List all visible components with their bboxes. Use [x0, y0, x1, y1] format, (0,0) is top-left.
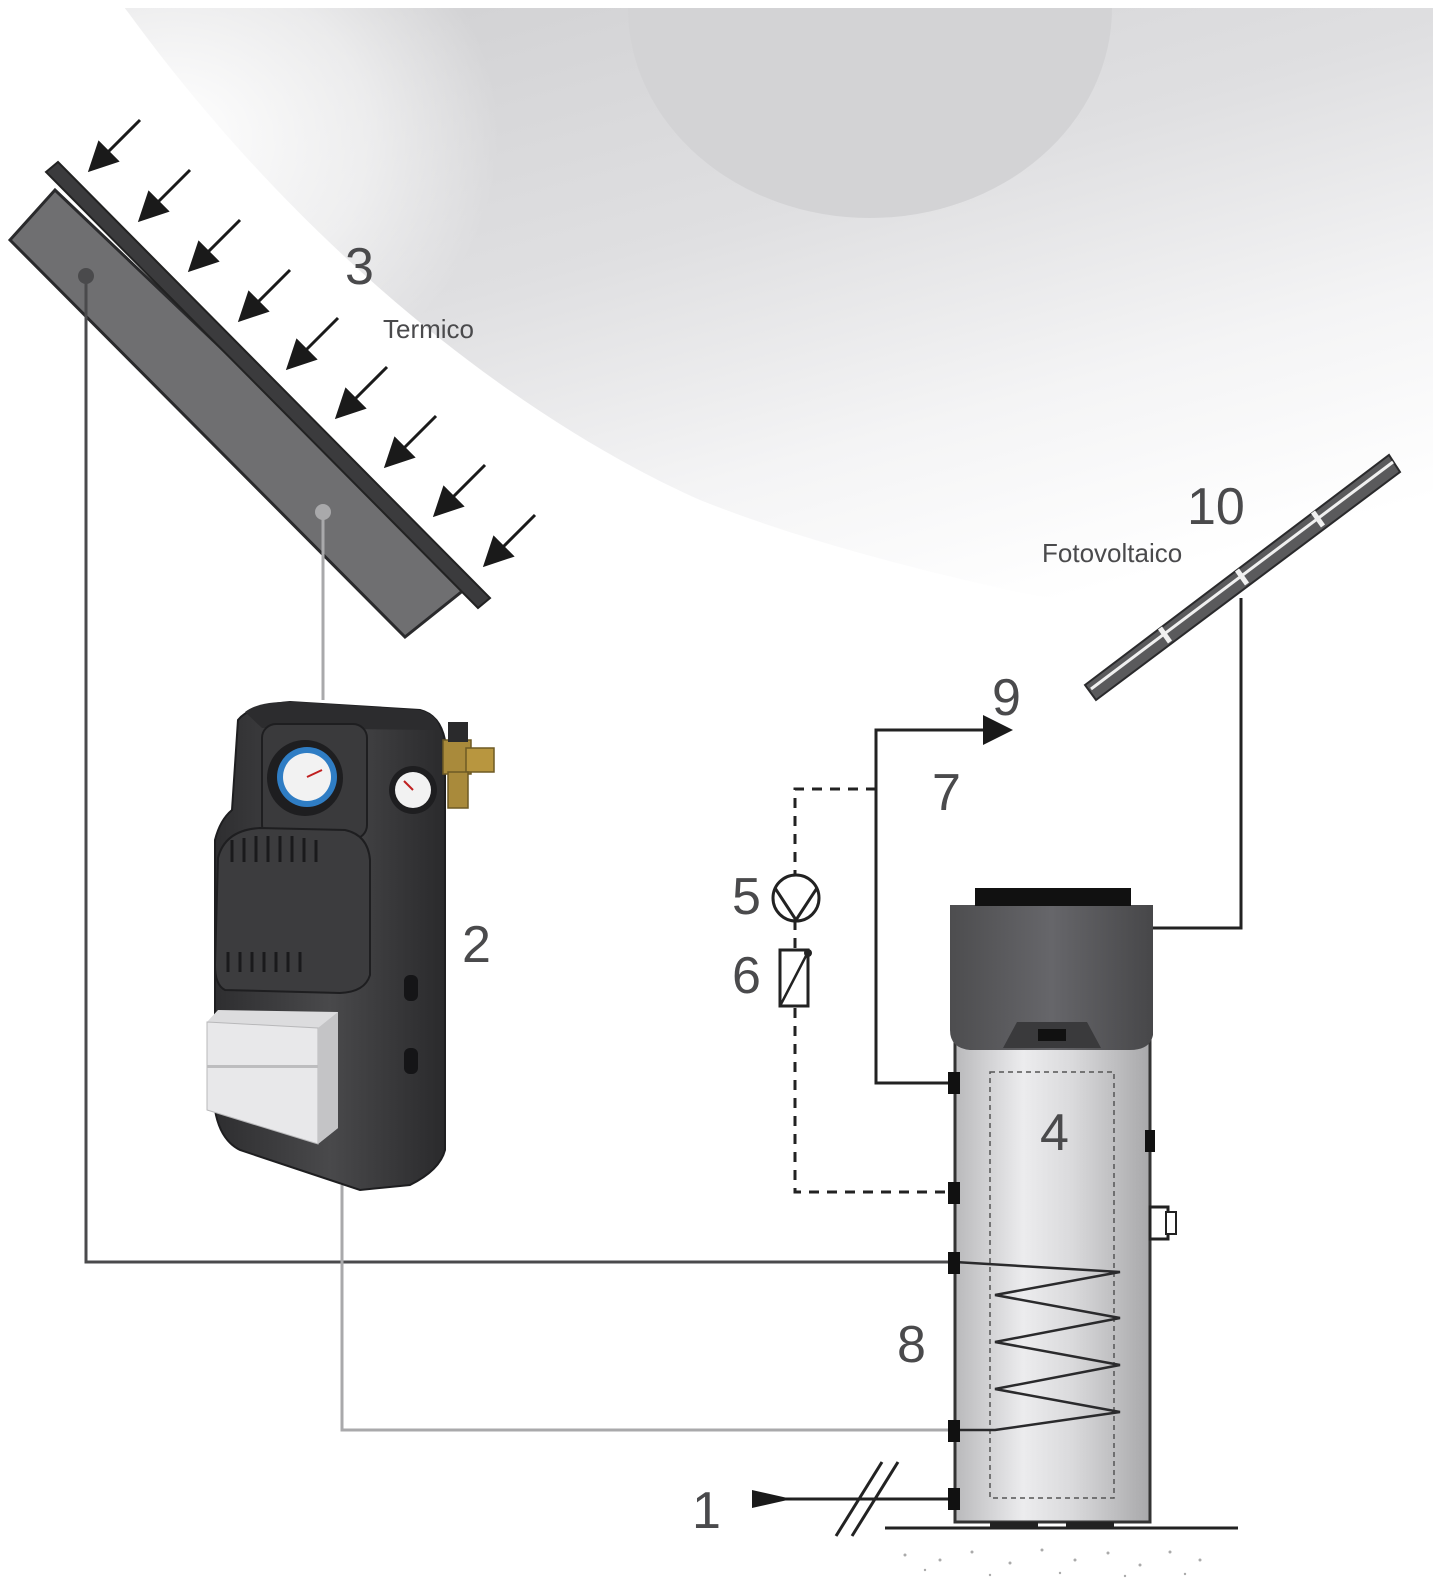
recirculation-pump — [771, 873, 821, 923]
label-1: 1 — [692, 1482, 721, 1540]
pv-power-line — [1152, 598, 1243, 930]
recirculation-pipe — [793, 787, 876, 875]
safety-valve — [442, 722, 495, 809]
tank-inner-vessel — [989, 1071, 1115, 1499]
thermostatic-valve — [778, 948, 812, 1008]
hot-water-outlet-pipe — [874, 715, 1013, 1085]
label-4: 4 — [1040, 1104, 1069, 1162]
cold-water-inlet — [752, 1461, 900, 1537]
label-9: 9 — [992, 669, 1021, 727]
label-3: 3 — [345, 238, 374, 296]
label-7: 7 — [932, 764, 961, 822]
collector-flow-pipe — [84, 276, 955, 1264]
collector-return-pipe-bottom — [340, 1185, 955, 1432]
sky-highlight — [125, 8, 720, 520]
solar-coil — [954, 1260, 1121, 1432]
sun-rays — [87, 118, 537, 568]
heat-pump-water-heater — [948, 888, 1177, 1528]
thermal-collector-caption: Termico — [383, 314, 474, 344]
solar-pump-station — [206, 700, 495, 1192]
heat-pump-head — [950, 905, 1153, 1050]
heat-pump-fan-grille — [975, 888, 1131, 906]
pv-panel-caption: Fotovoltaico — [1042, 538, 1182, 568]
label-10: 10 — [1187, 478, 1245, 536]
inlet-arrow-icon — [752, 1490, 792, 1508]
label-6: 6 — [732, 947, 761, 1005]
label-5: 5 — [732, 868, 761, 926]
sun-shape — [628, 8, 1112, 218]
controller-box — [206, 1010, 338, 1145]
recirculation-return-pipe — [793, 1008, 955, 1194]
pv-panel — [1083, 453, 1402, 702]
label-8: 8 — [897, 1316, 926, 1374]
floor — [885, 1526, 1238, 1578]
label-2: 2 — [462, 916, 491, 974]
pipes — [84, 276, 1243, 1501]
